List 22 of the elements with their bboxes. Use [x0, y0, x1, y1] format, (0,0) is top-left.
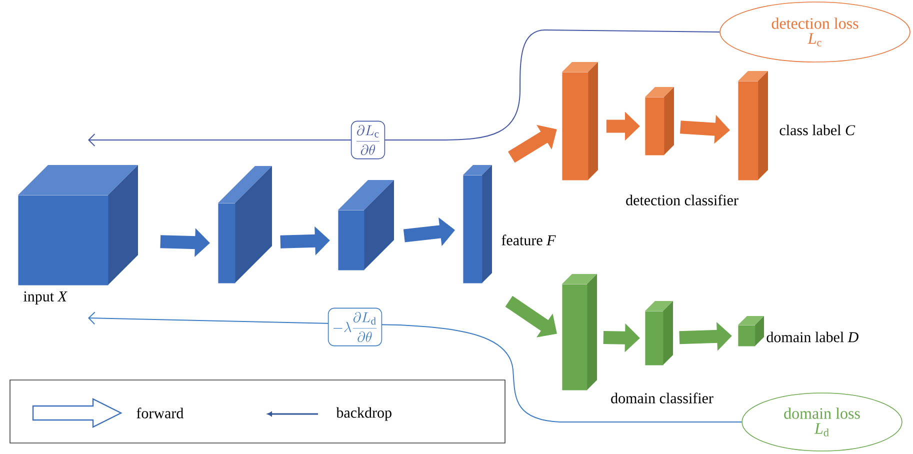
block-drawing [463, 165, 492, 284]
block-drawing [738, 316, 764, 346]
legend-label: forward [136, 408, 184, 418]
arrow [88, 30, 720, 146]
arrow [88, 312, 742, 422]
block-drawing [645, 301, 673, 366]
block-drawing [738, 71, 768, 180]
block-label: class label C [780, 124, 856, 136]
block-drawing [562, 274, 597, 390]
classifier-label: domain classifier [611, 392, 714, 404]
block-label: input X [24, 291, 68, 305]
block-drawing [645, 87, 674, 156]
classifier-label: detection classifier [626, 194, 738, 206]
gradient-label: $\frac{\partial L_{\mathrm{c}}}{\partial\theta}$ [350, 120, 386, 160]
block-drawing [218, 166, 272, 284]
block-label: feature F [502, 234, 556, 246]
block-label: domain label D [766, 332, 858, 342]
legend-label: backdrop [336, 407, 392, 421]
gradient-label: $-\lambda\frac{\partial L_{\mathrm{d}}}{\partial\theta}$ [328, 308, 382, 346]
block-drawing [562, 62, 598, 180]
block-drawing [18, 165, 138, 286]
block-drawing [338, 180, 394, 270]
